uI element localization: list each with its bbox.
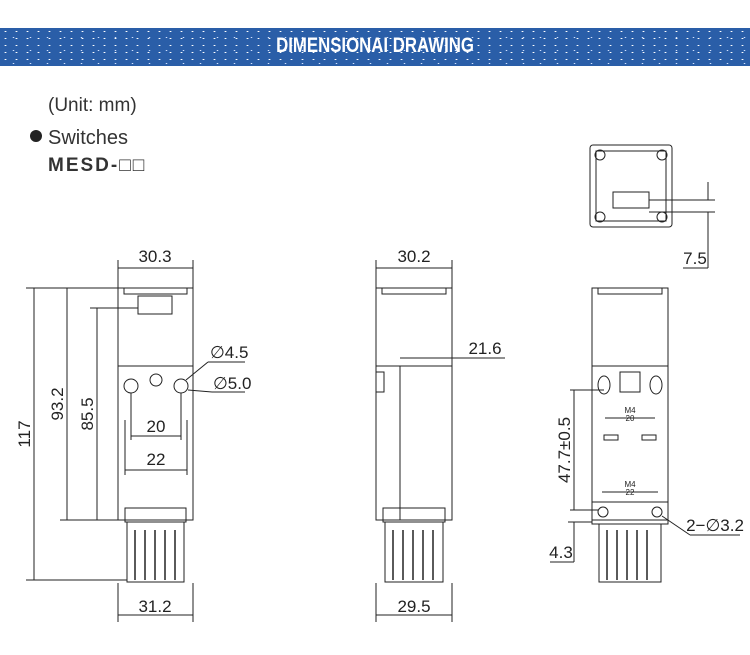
rear-view [550, 287, 740, 583]
dim-hole-small: ∅4.5 [210, 343, 248, 362]
label-m4-top: M4 [624, 406, 636, 415]
dim-body-height: 93.2 [48, 387, 67, 420]
dim-rear-offset: 4.3 [549, 543, 573, 562]
dim-top-offset: 7.5 [683, 249, 707, 268]
label-22: 22 [626, 488, 635, 497]
dim-mount-height: 85.5 [78, 397, 97, 430]
section-label: Switches [48, 127, 129, 149]
side-view [375, 260, 505, 622]
dim-side-width-bottom: 29.5 [397, 597, 430, 616]
top-view [589, 144, 715, 269]
dim-front-width-bottom: 31.2 [138, 597, 171, 616]
dim-rear-holes: 2−∅3.2 [686, 516, 744, 535]
label-20: 20 [626, 414, 635, 423]
bullet-icon [30, 130, 42, 142]
dim-rear-mount-height: 47.7±0.5 [555, 417, 574, 483]
model-number: MESD-□□ [48, 155, 147, 176]
dim-pitch-22: 22 [147, 450, 166, 469]
section-title: DIMENSIONAI DRAWING [276, 34, 474, 57]
front-view [26, 260, 245, 622]
section-banner: DIMENSIONAI DRAWING [0, 28, 750, 66]
label-m4-bottom: M4 [624, 480, 636, 489]
unit-note: (Unit: mm) [48, 95, 137, 116]
dim-pitch-20: 20 [147, 417, 166, 436]
dim-front-width-top: 30.3 [138, 247, 171, 266]
section-heading: Switches [30, 127, 128, 150]
dim-total-height: 117 [15, 420, 34, 447]
dim-side-width-top: 30.2 [397, 247, 430, 266]
dim-side-offset: 21.6 [468, 339, 501, 358]
dim-hole-large: ∅5.0 [213, 374, 251, 393]
